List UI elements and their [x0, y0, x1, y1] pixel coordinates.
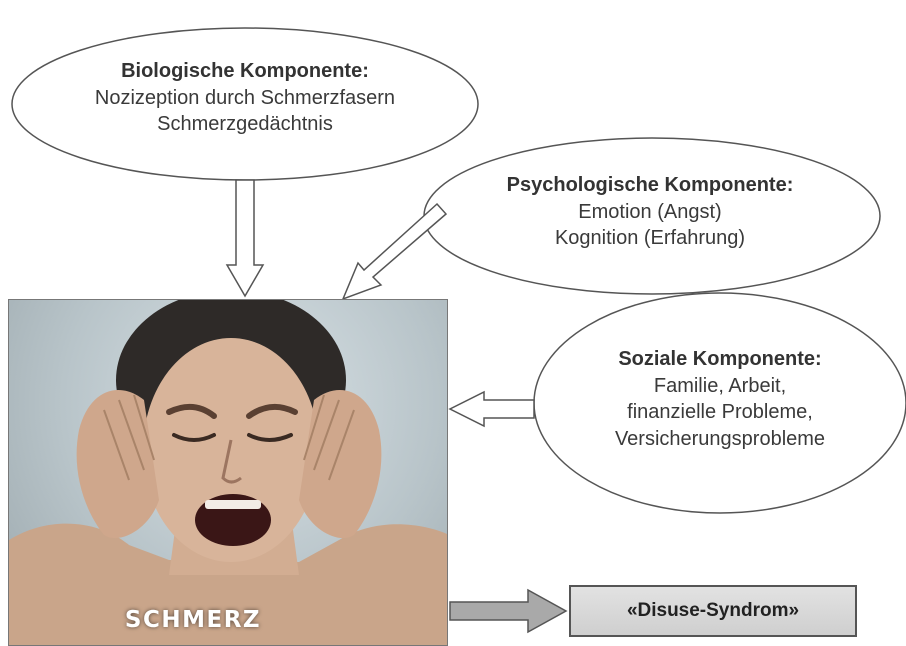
biological-component: Biologische Komponente: Nozizeption durc… [35, 58, 455, 138]
arrow-bio-to-pain [225, 179, 265, 298]
social-component: Soziale Komponente: Familie, Arbeit, fin… [560, 346, 880, 452]
psychological-line-2: Kognition (Erfahrung) [554, 227, 746, 250]
social-line-3: Versicherungsprobleme [614, 427, 826, 450]
arrow-psy-to-pain [341, 202, 448, 301]
screaming-person-illustration [9, 300, 447, 645]
social-line-1: Familie, Arbeit, [653, 374, 787, 397]
arrow-social-to-pain [448, 390, 535, 428]
biological-line-1: Nozizeption durch Schmerzfasern [94, 86, 396, 109]
psychological-component: Psychologische Komponente: Emotion (Angs… [430, 172, 870, 252]
pain-photo: SCHMERZ [8, 299, 448, 646]
social-line-2: finanzielle Probleme, [627, 401, 813, 424]
arrow-pain-to-disuse [449, 588, 568, 634]
disuse-syndrome-box: «Disuse-Syndrom» [569, 585, 857, 637]
psychological-heading: Psychologische Komponente: [506, 174, 794, 196]
biological-line-2: Schmerzgedächtnis [157, 113, 333, 136]
biological-heading: Biologische Komponente: [121, 60, 369, 82]
pain-label: SCHMERZ [124, 607, 262, 633]
social-heading: Soziale Komponente: [618, 348, 822, 370]
psychological-line-1: Emotion (Angst) [578, 200, 722, 223]
